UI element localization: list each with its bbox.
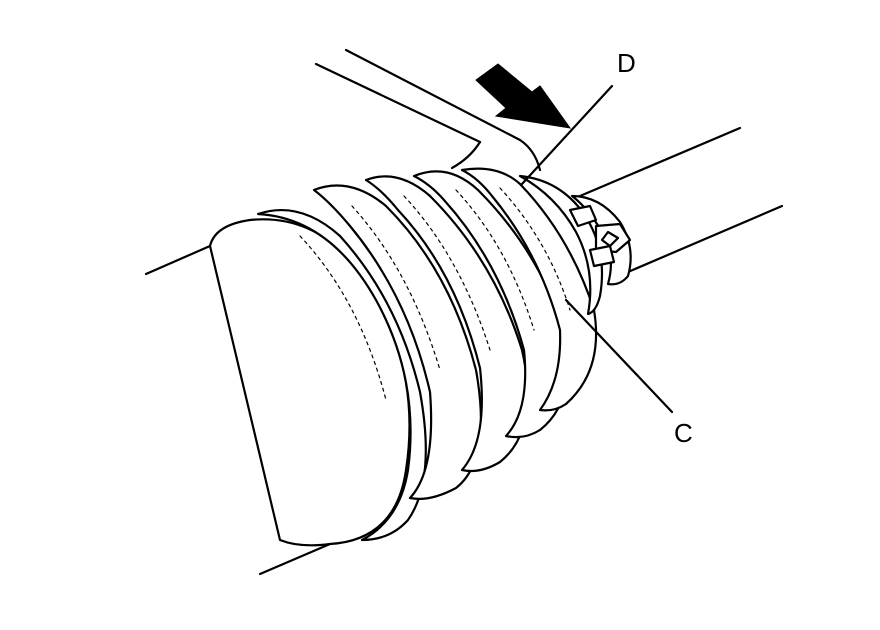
- cv-boot: [256, 167, 598, 542]
- leader-d: [520, 84, 614, 186]
- upper-shaft: [314, 48, 542, 172]
- leader-c: [564, 298, 674, 414]
- boot-clamp: [518, 174, 632, 316]
- label-c: C: [674, 418, 693, 448]
- direction-arrow: [475, 63, 572, 129]
- axle-shaft: [578, 126, 784, 274]
- label-d: D: [617, 48, 636, 78]
